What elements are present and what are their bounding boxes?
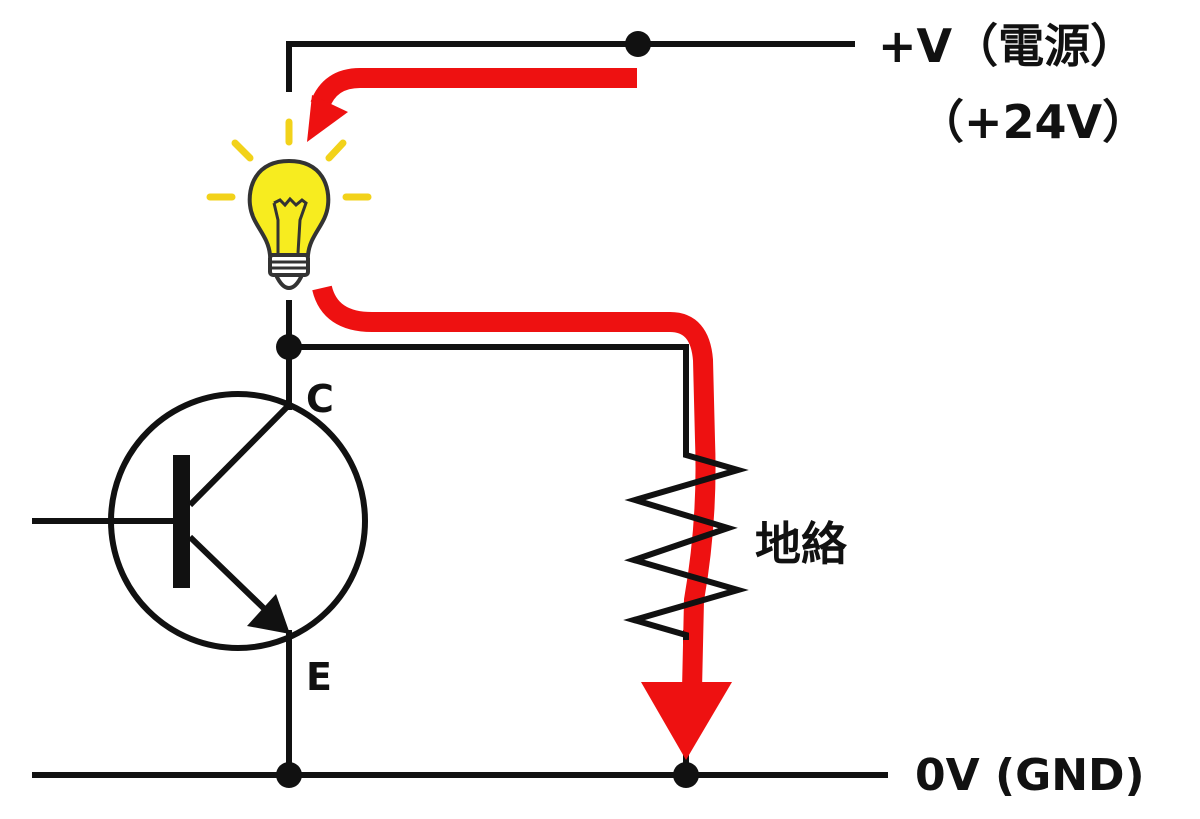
- current-arrow-fault: [312, 285, 716, 691]
- lightbulb-icon: [206, 118, 372, 291]
- junction-supply: [625, 31, 651, 57]
- collector-label: C: [306, 377, 334, 421]
- junction-ground-fault: [673, 762, 699, 788]
- supply-wire: [286, 41, 855, 92]
- ground-fault-label: 地絡: [755, 517, 848, 571]
- transistor-body: [108, 391, 368, 651]
- current-arrow-top: [310, 68, 637, 110]
- junctions: [276, 31, 699, 788]
- junction-collector: [276, 334, 302, 360]
- npn-transistor: [108, 391, 368, 651]
- supply-label: +V（電源）: [878, 19, 1136, 73]
- current-arrowhead-top: [307, 95, 348, 142]
- transistor-collector-lead: [187, 402, 292, 508]
- ground-fault-branch-wire: [289, 344, 689, 452]
- transistor-emitter-lead: [187, 534, 281, 625]
- emitter-arrowhead: [247, 594, 290, 634]
- ground-fault-resistor: [623, 452, 749, 640]
- transistor-base-bar: [173, 455, 190, 588]
- ground-label: 0V (GND): [915, 750, 1145, 801]
- current-flow: [307, 68, 732, 760]
- emitter-label: E: [306, 655, 332, 699]
- supply-voltage-label: （+24V）: [918, 95, 1148, 149]
- current-arrowhead-bottom: [641, 682, 732, 760]
- wires: [32, 41, 888, 778]
- junction-ground-emitter: [276, 762, 302, 788]
